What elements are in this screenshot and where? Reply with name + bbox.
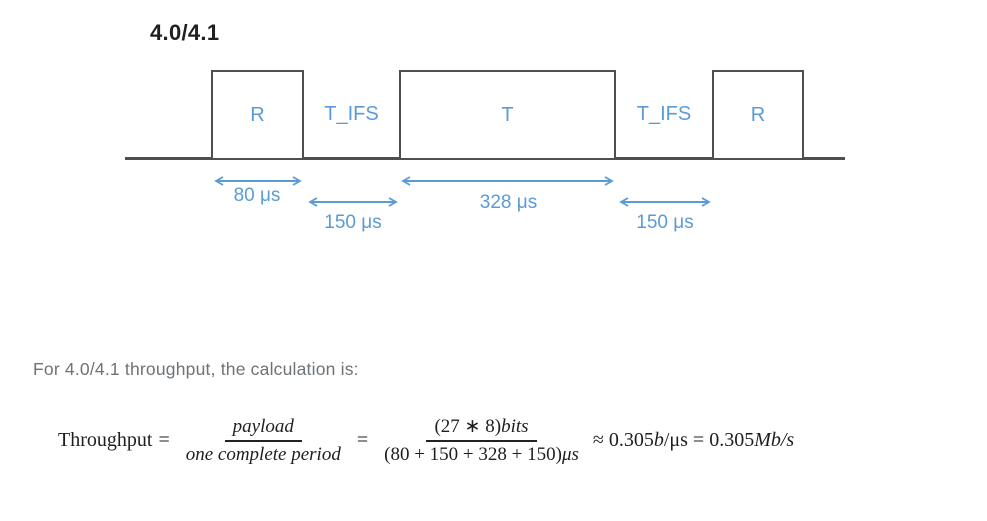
result-unit-mb: Mb — [754, 429, 781, 452]
fraction-payload: payload one complete period — [178, 416, 349, 466]
fraction-values-denominator: (80 + 150 + 328 + 150)μs — [376, 442, 587, 466]
fraction-payload-numerator: payload — [224, 416, 302, 442]
throughput-formula: Throughput = payload one complete period… — [58, 416, 794, 466]
measurement-328us: 328 μs — [479, 192, 538, 213]
fraction-values-numerator: (27 ∗ 8)bits — [426, 416, 537, 442]
timeline-axis — [125, 157, 845, 160]
numerator-unit: bits — [501, 416, 529, 437]
rx-box-1: R — [211, 70, 304, 158]
denominator-value: (80 + 150 + 328 + 150) — [384, 443, 562, 465]
tifs-gap-2: T_IFS — [616, 70, 712, 158]
rx-box-2-label: R — [750, 103, 766, 126]
result-equals-value: = 0.305 — [687, 429, 755, 452]
rx-box-1-label: R — [250, 103, 265, 126]
diagram-title: 4.0/4.1 — [150, 20, 220, 45]
denominator-unit: μs — [561, 443, 579, 465]
result-per-us: /μs — [663, 429, 688, 452]
fraction-payload-denominator: one complete period — [185, 443, 341, 465]
tx-box: T — [399, 70, 616, 158]
result-unit-b: b — [653, 429, 664, 452]
formula-result: ≈ 0.305b/μs = 0.305Mb/s — [593, 429, 794, 452]
formula-lhs: Throughput — [58, 429, 153, 452]
measurement-150us-left: 150 μs — [324, 212, 382, 233]
formula-equals-2: = — [356, 429, 369, 452]
tifs-gap-1-label: T_IFS — [324, 102, 379, 125]
formula-equals-1: = — [158, 429, 170, 452]
numerator-value: (27 ∗ 8) — [434, 416, 502, 437]
fraction-values: (27 ∗ 8)bits (80 + 150 + 328 + 150)μs — [376, 416, 587, 466]
tifs-gap-2-label: T_IFS — [636, 102, 692, 125]
intro-text: For 4.0/4.1 throughput, the calculation … — [33, 359, 359, 379]
measurement-80us: 80 μs — [233, 185, 281, 206]
measurement-150us-right: 150 μs — [636, 212, 694, 233]
rx-box-2: R — [712, 70, 804, 158]
result-per-s: /s — [780, 429, 795, 452]
tifs-gap-1: T_IFS — [304, 70, 399, 158]
tx-box-label: T — [501, 103, 514, 126]
measurement-arrows — [214, 176, 711, 207]
result-approx: ≈ 0.305 — [592, 429, 654, 452]
